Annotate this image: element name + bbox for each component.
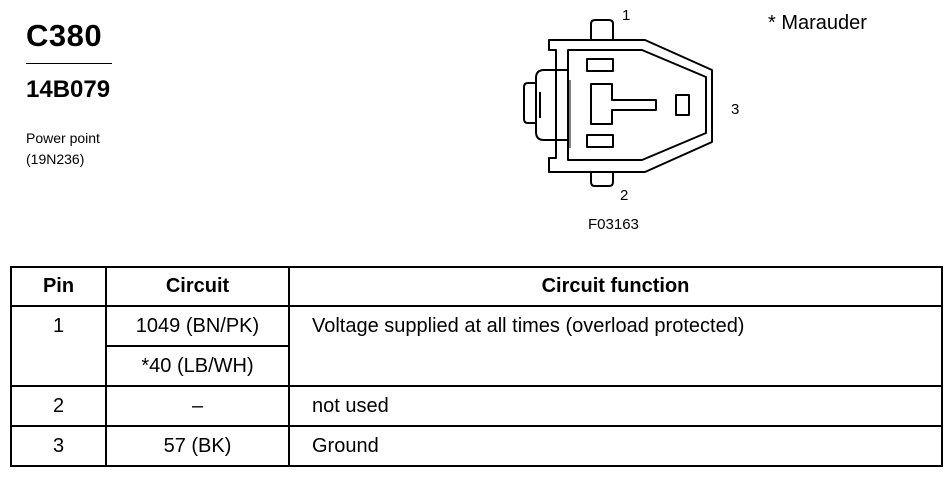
connector-inner-body bbox=[567, 49, 707, 161]
pin-cell: 2 bbox=[10, 385, 107, 427]
part-number: 14B079 bbox=[26, 76, 111, 103]
column-header-pin: Pin bbox=[10, 266, 107, 307]
marauder-note: * Marauder bbox=[768, 12, 867, 34]
header-underline bbox=[26, 63, 112, 64]
pinout-table: Pin Circuit Circuit function 1 1049 (BN/… bbox=[10, 266, 943, 467]
circuit-cell: 57 (BK) bbox=[105, 425, 290, 467]
column-header-circuit: Circuit bbox=[105, 266, 290, 307]
pin-2-slot bbox=[586, 134, 614, 148]
connector-bottom-tab bbox=[590, 172, 614, 187]
pin-label-3: 3 bbox=[731, 101, 740, 118]
pin-label-1: 1 bbox=[622, 7, 631, 24]
table-row: 2 – not used bbox=[10, 385, 943, 427]
connector-top-tab bbox=[590, 19, 614, 39]
pin-3-slot bbox=[675, 94, 690, 116]
connector-id: C380 bbox=[26, 18, 103, 53]
figure-code: F03163 bbox=[588, 216, 639, 233]
circuit-cell: 1049 (BN/PK) bbox=[105, 305, 290, 347]
table-row: 1 1049 (BN/PK) Voltage supplied at all t… bbox=[10, 305, 943, 387]
table-row: *40 (LB/WH) bbox=[11, 345, 942, 387]
function-cell: Ground bbox=[288, 425, 943, 467]
table-header-row: Pin Circuit Circuit function bbox=[10, 266, 943, 307]
function-cell: not used bbox=[288, 385, 943, 427]
connector-latch-knob bbox=[523, 82, 536, 124]
connector-description: Power point bbox=[26, 130, 100, 146]
circuit-cell: – bbox=[105, 385, 290, 427]
connector-description-code: (19N236) bbox=[26, 151, 85, 167]
pin-cell: 1 bbox=[10, 305, 107, 387]
circuit-cell: *40 (LB/WH) bbox=[105, 345, 290, 387]
pin-cell: 3 bbox=[10, 425, 107, 467]
center-cavity bbox=[590, 83, 657, 125]
pin-1-slot bbox=[586, 58, 614, 72]
pin-label-2: 2 bbox=[620, 187, 629, 204]
connector-diagram bbox=[523, 19, 713, 187]
connector-latch bbox=[535, 69, 568, 141]
connector-outer-body bbox=[548, 39, 713, 173]
function-cell: Voltage supplied at all times (overload … bbox=[288, 305, 943, 387]
column-header-function: Circuit function bbox=[288, 266, 943, 307]
table-row: 3 57 (BK) Ground bbox=[10, 425, 943, 467]
